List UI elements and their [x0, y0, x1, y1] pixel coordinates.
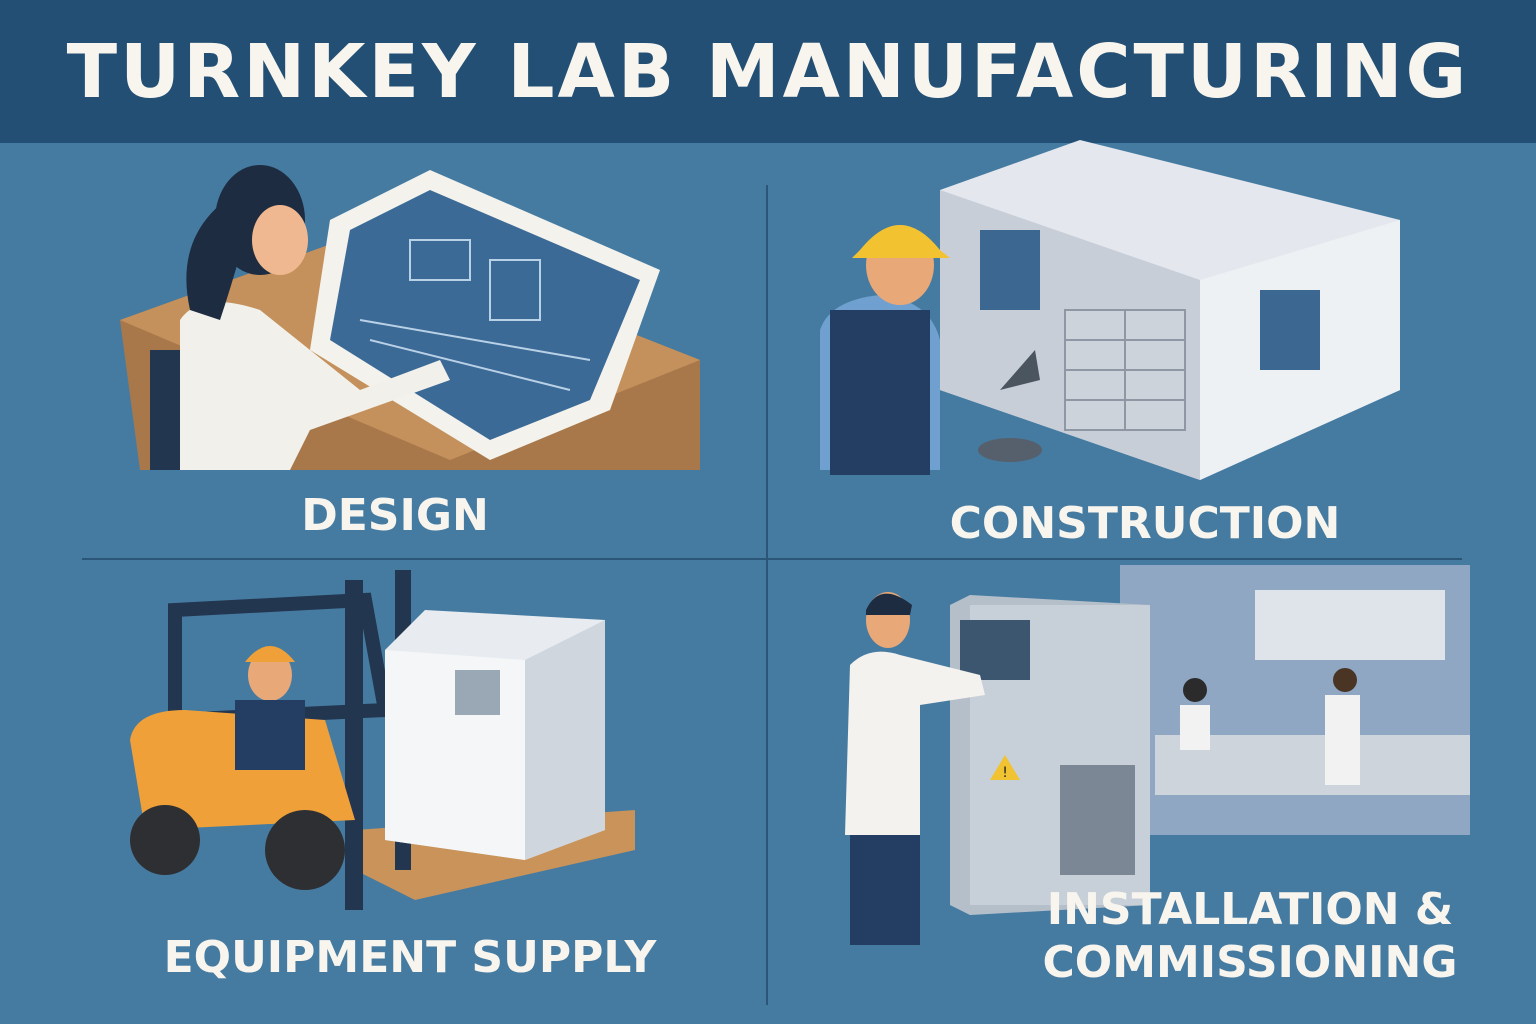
label-line-2: COMMISSIONING	[1042, 936, 1458, 988]
label-line-1: INSTALLATION &	[1046, 884, 1454, 935]
page-title: TURNKEY LAB MANUFACTURING	[66, 28, 1470, 115]
warning-sign-icon: !	[1002, 765, 1008, 781]
worker-building-icon	[820, 140, 1400, 480]
section-label-design: DESIGN	[301, 490, 489, 541]
designer-blueprint-icon	[120, 165, 700, 470]
section-label-installation-commissioning: INSTALLATION & COMMISSIONING	[1030, 884, 1470, 990]
horizontal-divider	[82, 558, 1462, 560]
scientist-lab-icon: !	[845, 565, 1470, 945]
section-label-construction: CONSTRUCTION	[949, 498, 1341, 549]
section-label-equipment-supply: EQUIPMENT SUPPLY	[163, 932, 657, 983]
header-banner: TURNKEY LAB MANUFACTURING	[0, 0, 1536, 143]
vertical-divider	[766, 185, 768, 1005]
forklift-equipment-icon	[130, 570, 635, 910]
